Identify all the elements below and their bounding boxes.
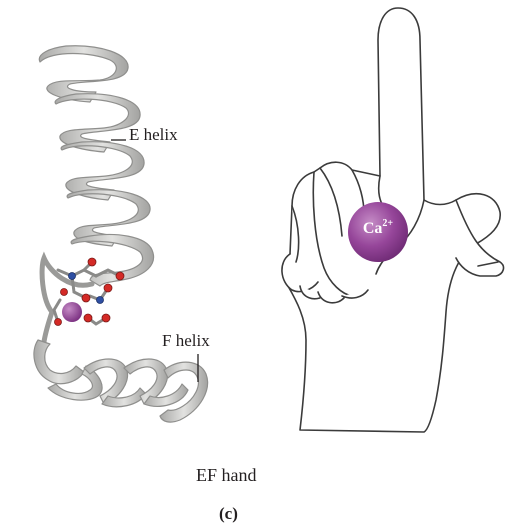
panel-label: (c) [219, 504, 238, 524]
f-helix-label: F helix [162, 331, 210, 351]
f-helix-ribbon [34, 340, 208, 422]
ef-hand-caption: EF hand [196, 465, 257, 486]
calcium-ion-label: Ca2+ [350, 218, 406, 238]
e-helix-ribbon [39, 46, 153, 286]
calcium-ion-sphere [62, 302, 82, 322]
ion-charge: 2+ [382, 218, 393, 229]
ion-symbol: Ca [363, 220, 383, 237]
e-helix-label: E helix [129, 125, 178, 145]
